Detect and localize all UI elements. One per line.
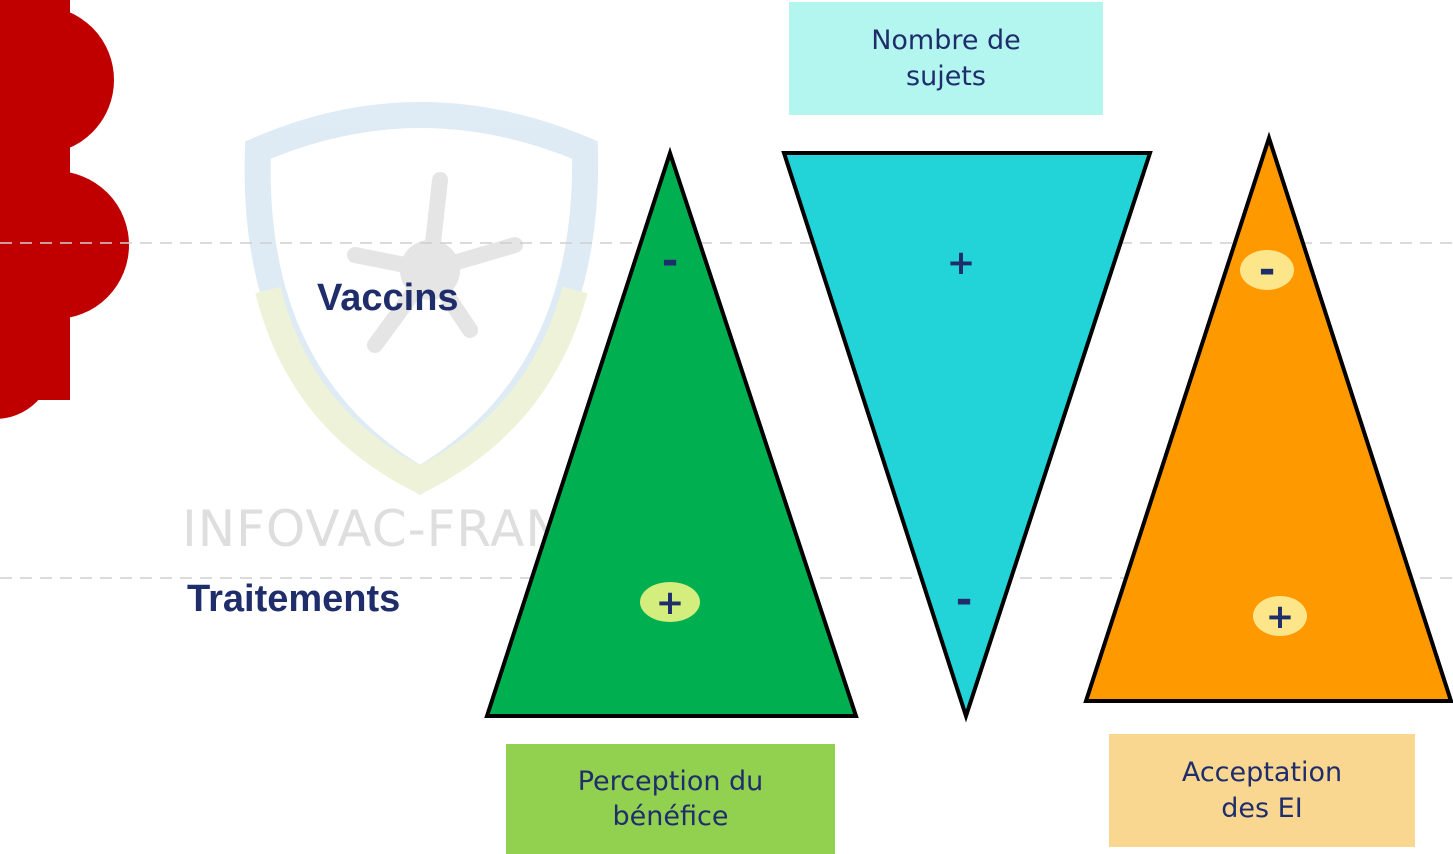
acceptance-box-label: Acceptation des EI (1181, 757, 1343, 824)
benefit-box-label: Perception du bénéfice (577, 765, 764, 832)
subjects-box-label: Nombre de sujets (871, 25, 1021, 92)
benefit-top-sign: - (662, 238, 679, 284)
watermark-text: INFOVAC-FRAN (182, 500, 564, 558)
benefit-plus-marker (640, 582, 700, 622)
infovac-shield-watermark (244, 102, 599, 496)
row-label-traitements: Traitements (187, 578, 401, 620)
benefit-bottom-sign: + (656, 583, 685, 623)
acceptance-triangle (1083, 131, 1453, 703)
benefit-box: Perception du bénéfice (506, 744, 835, 854)
acceptance-box: Acceptation des EI (1109, 734, 1415, 847)
acceptance-plus-marker (1253, 596, 1307, 636)
subjects-triangle (781, 151, 1153, 723)
subjects-box: Nombre de sujets (789, 2, 1103, 115)
subjects-bottom-sign: - (956, 577, 973, 623)
row-label-vaccins: Vaccins (317, 277, 459, 319)
acceptance-bottom-sign: + (1266, 597, 1295, 637)
red-cloud-shape (0, 0, 131, 421)
acceptance-minus-marker (1240, 250, 1294, 290)
acceptance-top-sign: - (1259, 247, 1276, 293)
benefit-triangle (484, 146, 859, 718)
subjects-top-sign: + (947, 243, 976, 283)
